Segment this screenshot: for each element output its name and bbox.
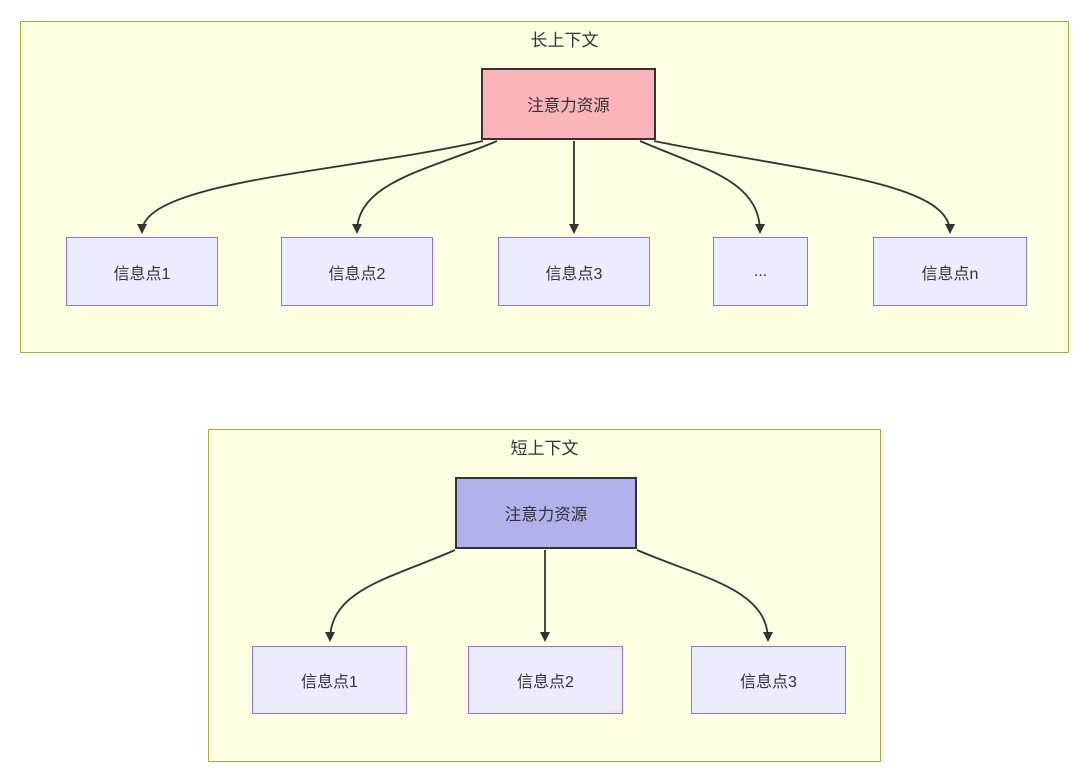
long-info-node-ellipsis: ... [713, 237, 808, 306]
long-info-node-n: 信息点n [873, 237, 1027, 306]
long-info-node-2: 信息点2 [281, 237, 433, 306]
short-info-node-2: 信息点2 [468, 646, 623, 714]
long-info-node-3: 信息点3 [498, 237, 650, 306]
short-info-node-1: 信息点1 [252, 646, 407, 714]
long-attention-node: 注意力资源 [481, 68, 656, 140]
long-info-node-1: 信息点1 [66, 237, 218, 306]
short-context-title: 短上下文 [510, 439, 579, 458]
short-info-node-3: 信息点3 [691, 646, 846, 714]
short-attention-node: 注意力资源 [455, 477, 637, 549]
long-context-title: 长上下文 [530, 31, 599, 50]
